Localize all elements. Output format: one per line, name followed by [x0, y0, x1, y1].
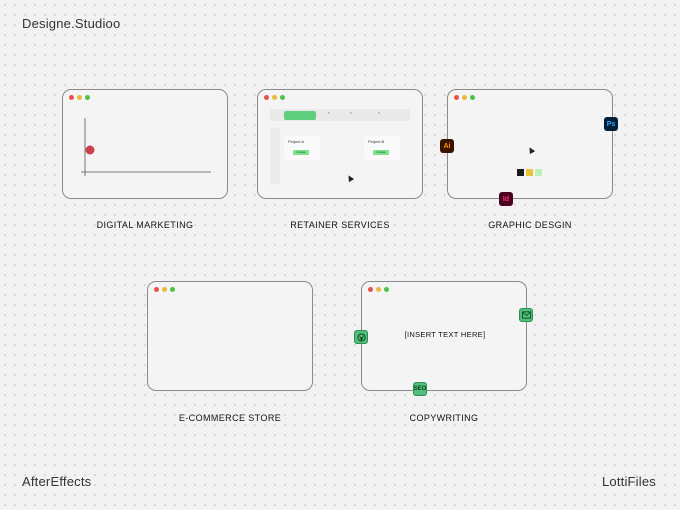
- minimize-dot[interactable]: [162, 287, 167, 292]
- cursor-icon: [526, 145, 536, 155]
- maximize-dot[interactable]: [85, 95, 90, 100]
- illustrator-icon[interactable]: Ai: [440, 139, 454, 153]
- indesign-icon[interactable]: Id: [499, 192, 513, 206]
- project-a-title: Project A: [288, 139, 305, 144]
- minimize-dot[interactable]: [462, 95, 467, 100]
- ecommerce-store-card[interactable]: [147, 281, 313, 391]
- footer-left-label: AfterEffects: [22, 474, 92, 489]
- mini-tab-icon[interactable]: ▪: [378, 110, 380, 115]
- ecommerce-store-caption: E-COMMERCE STORE: [178, 413, 282, 423]
- mint-swatch[interactable]: [535, 169, 542, 176]
- yellow-swatch[interactable]: [526, 169, 533, 176]
- seo-badge[interactable]: SEO: [413, 382, 427, 396]
- window-controls: [154, 287, 175, 292]
- wordpress-icon[interactable]: [354, 330, 368, 344]
- minimize-dot[interactable]: [376, 287, 381, 292]
- maximize-dot[interactable]: [280, 95, 285, 100]
- brand-title: Designe.Studioo: [22, 16, 121, 31]
- close-dot[interactable]: [154, 287, 159, 292]
- project-a-create-button[interactable]: Create: [293, 150, 309, 155]
- window-controls: [264, 95, 285, 100]
- mail-icon[interactable]: [519, 308, 533, 322]
- chart-axes-icon: [81, 118, 211, 176]
- color-swatches: [517, 169, 542, 176]
- project-a-card[interactable]: Project A Create: [284, 136, 320, 160]
- minimize-dot[interactable]: [77, 95, 82, 100]
- mini-active-tab[interactable]: [284, 111, 316, 120]
- close-dot[interactable]: [368, 287, 373, 292]
- copywriting-card[interactable]: [INSERT TEXT HERE]: [361, 281, 527, 391]
- photoshop-icon[interactable]: Ps: [604, 117, 618, 131]
- maximize-dot[interactable]: [384, 287, 389, 292]
- digital-marketing-caption: DIGITAL MARKETING: [96, 220, 194, 230]
- window-controls: [69, 95, 90, 100]
- digital-marketing-card[interactable]: [62, 89, 228, 199]
- copywriting-caption: COPYWRITING: [409, 413, 479, 423]
- mini-tab-icon[interactable]: ▪: [328, 110, 330, 115]
- black-swatch[interactable]: [517, 169, 524, 176]
- insert-text-placeholder[interactable]: [INSERT TEXT HERE]: [404, 330, 486, 339]
- retainer-services-caption: RETAINER SERVICES: [290, 220, 390, 230]
- maximize-dot[interactable]: [470, 95, 475, 100]
- graphic-design-caption: GRAPHIC DESGIN: [488, 220, 572, 230]
- mini-sidebar: [270, 128, 280, 184]
- minimize-dot[interactable]: [272, 95, 277, 100]
- project-b-create-button[interactable]: Create: [373, 150, 389, 155]
- graphic-design-card[interactable]: [447, 89, 613, 199]
- project-b-card[interactable]: Project B Create: [364, 136, 400, 160]
- close-dot[interactable]: [69, 95, 74, 100]
- window-controls: [454, 95, 475, 100]
- retainer-services-card[interactable]: ▪ ▪ ▪ Project A Create Project B Create: [257, 89, 423, 199]
- cursor-icon: [345, 173, 355, 183]
- footer-right-label: LottiFiles: [601, 474, 656, 489]
- close-dot[interactable]: [454, 95, 459, 100]
- maximize-dot[interactable]: [170, 287, 175, 292]
- window-controls: [368, 287, 389, 292]
- project-b-title: Project B: [368, 139, 385, 144]
- close-dot[interactable]: [264, 95, 269, 100]
- mini-tab-icon[interactable]: ▪: [350, 110, 352, 115]
